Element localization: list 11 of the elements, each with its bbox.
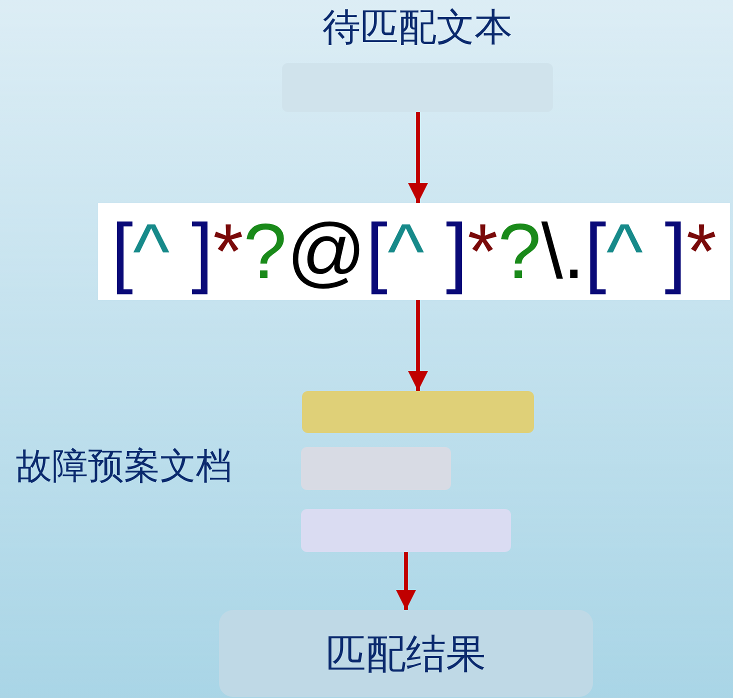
heading: 待匹配文本 (322, 4, 512, 50)
regex-pattern: [^ ]*?@[^ ]*?\.[^ ]* (110, 206, 718, 297)
arrow (396, 552, 416, 610)
result-box (219, 610, 593, 697)
arrow (408, 300, 428, 391)
bar-shape (301, 509, 511, 552)
bar-shape (301, 447, 451, 490)
side-label: 故障预案文档 (16, 445, 232, 489)
arrow (408, 112, 428, 203)
box-label: 匹配结果 (326, 630, 486, 679)
bar-shape (302, 391, 534, 433)
